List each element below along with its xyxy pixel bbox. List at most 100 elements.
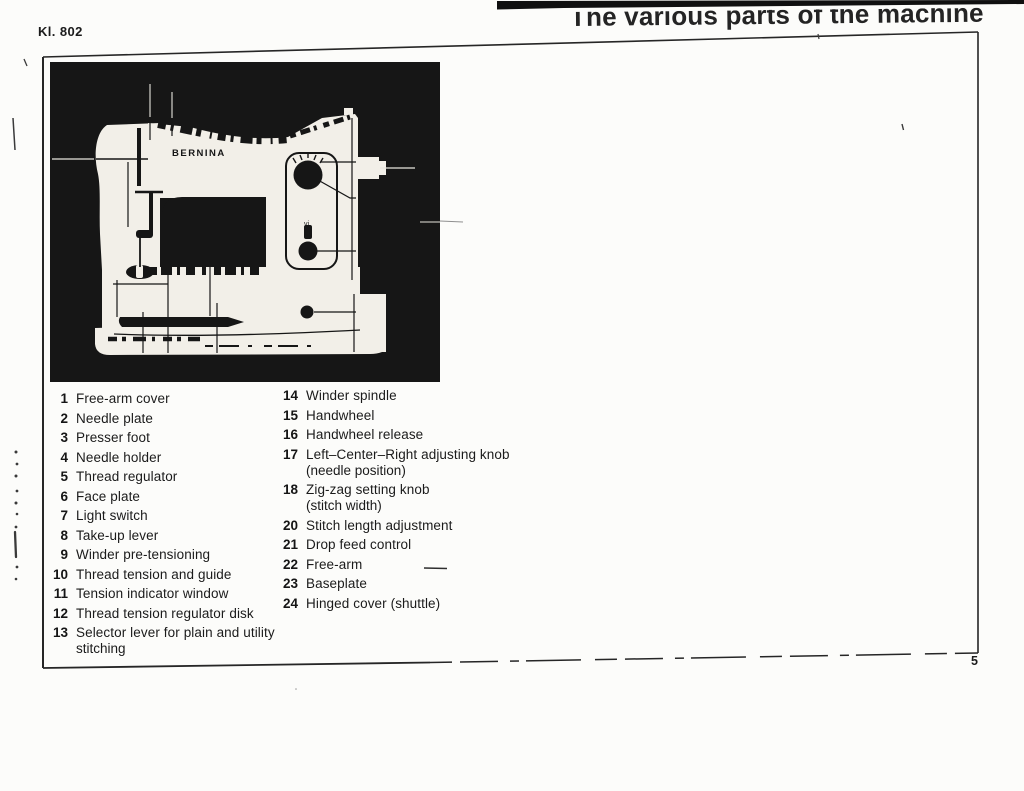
dial-mark-text: vi: [304, 221, 310, 228]
needle-bar: [149, 192, 153, 234]
spool-pin-base: [344, 108, 353, 115]
part-label: Winder pre-tensioning: [76, 547, 211, 562]
part-label: Left–Center–Right adjusting knob: [306, 446, 510, 462]
part-number: 22: [282, 556, 298, 572]
white-leader-lines: [52, 84, 440, 223]
part-item: 12 Thread tension regulator disk: [42, 605, 278, 621]
part-item: 15 Handwheel: [272, 407, 514, 423]
part-label: Thread tension and guide: [76, 566, 232, 582]
part-label-line2: stitching: [76, 641, 126, 656]
part-label: Hinged cover (shuttle): [306, 595, 441, 611]
part-item: 2 Needle plate: [42, 410, 278, 426]
part-label: Zig-zag setting knob: [306, 482, 430, 497]
dial-tick-marks: [292, 153, 324, 164]
page-number: 5: [971, 654, 978, 668]
part-number: 18: [282, 482, 298, 497]
part-number: 10: [52, 566, 68, 582]
part-label: Needle plate: [76, 410, 154, 426]
zigzag-knob: [298, 241, 318, 261]
part-number: 20: [282, 517, 298, 533]
part-item: 1 Free-arm cover: [42, 392, 278, 406]
part-number: 6: [60, 488, 68, 504]
part-label: Handwheel: [306, 407, 375, 423]
part-label-line2: (needle position): [306, 462, 406, 478]
part-number: 9: [60, 547, 68, 562]
part-number: 14: [282, 388, 298, 403]
part-number: 13: [52, 625, 68, 640]
hinged-cover-area: [352, 294, 386, 352]
part-label: Presser foot: [76, 430, 150, 445]
part-number: 1: [60, 391, 68, 406]
part-label: Drop feed control: [306, 537, 412, 552]
part-number: 2: [60, 410, 68, 426]
content-border-box: [42, 31, 979, 669]
part-item: 21 Drop feed control: [272, 538, 514, 552]
part-item: 4 Needle holder: [42, 449, 278, 465]
needle-clamp: [136, 230, 153, 238]
thread-regulator-slot: [137, 128, 141, 186]
part-number: 7: [60, 508, 68, 523]
part-item: 7 Light switch: [42, 509, 278, 523]
machine-dark-details: [118, 128, 323, 327]
part-item: 24 Hinged cover (shuttle): [272, 595, 514, 611]
stray-marks: [12, 33, 905, 690]
part-item: 9 Winder pre-tensioning: [42, 548, 278, 562]
part-item: 17 Left–Center–Right adjusting knob(needl…: [272, 446, 514, 478]
part-item: 3 Presser foot: [42, 431, 278, 445]
part-number: 17: [282, 446, 298, 462]
part-label: Stitch length adjustment: [306, 517, 453, 533]
part-label: Take-up lever: [76, 527, 159, 543]
presser-foot-slot: [136, 265, 143, 278]
part-label: Light switch: [76, 508, 148, 523]
machine-lines: [96, 114, 361, 353]
machine-photo: BERNINA vi: [50, 62, 440, 382]
part-item: 22 Free-arm: [272, 556, 514, 572]
brand-text: BERNINA: [172, 148, 226, 159]
part-number: 11: [53, 586, 68, 601]
part-item: 18 Zig-zag setting knob(stitch width): [272, 483, 514, 513]
parts-list-left: 1 Free-arm cover 2 Needle plate 3 Presser f…: [42, 392, 278, 662]
drop-feed-knob: [300, 305, 314, 319]
model-label: Kl. 802: [38, 24, 83, 39]
part-item: 14 Winder spindle: [272, 389, 514, 403]
part-label: Winder spindle: [306, 388, 397, 403]
part-label: Selector lever for plain and utility: [76, 625, 275, 640]
part-label-line2: (stitch width): [306, 498, 382, 513]
part-label: Free-arm: [306, 556, 363, 572]
speckle-texture: [108, 114, 351, 347]
part-number: 4: [60, 449, 68, 465]
part-item: 8 Take-up lever: [42, 527, 278, 543]
free-arm-opening: [162, 197, 266, 267]
control-panel: [285, 152, 338, 270]
part-item: 10 Thread tension and guide: [42, 566, 278, 582]
part-item: 5 Thread regulator: [42, 470, 278, 484]
part-item: 20 Stitch length adjustment: [272, 517, 514, 533]
part-item: 23 Baseplate: [272, 577, 514, 591]
part-label: Thread regulator: [76, 469, 178, 484]
part-number: 16: [282, 427, 298, 442]
part-item: 11 Tension indicator window: [42, 587, 278, 601]
part-label: Thread tension regulator disk: [76, 605, 254, 621]
part-number: 12: [52, 605, 68, 621]
part-number: 3: [60, 430, 68, 445]
zigzag-knob-stem: [304, 225, 312, 239]
part-label: Free-arm cover: [76, 391, 170, 406]
handwheel: [357, 157, 379, 179]
part-number: 5: [60, 469, 68, 484]
part-number: 15: [282, 407, 298, 423]
part-item: 6 Face plate: [42, 488, 278, 504]
part-number: 21: [282, 537, 298, 552]
part-label: Baseplate: [306, 576, 367, 591]
part-number: 23: [282, 576, 298, 591]
part-label: Needle holder: [76, 449, 162, 465]
part-number: 8: [60, 527, 68, 543]
part-label: Face plate: [76, 488, 141, 504]
needle-plate-strip: [118, 317, 244, 327]
scan-edge-bar: [497, 0, 1024, 10]
part-label: Tension indicator window: [76, 586, 229, 601]
part-number: 24: [282, 595, 298, 611]
